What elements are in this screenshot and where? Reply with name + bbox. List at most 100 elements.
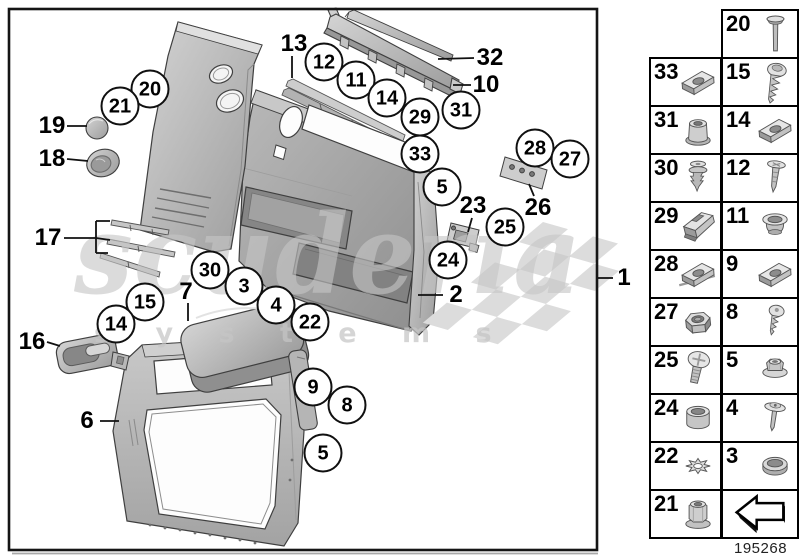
callout-24: 24 (428, 240, 468, 280)
expansion-rivet-icon (677, 156, 719, 201)
part-number: 29 (654, 203, 679, 228)
parts-table-cell-14: 14 (721, 105, 799, 155)
rivet-pin-icon (754, 12, 796, 57)
grommet-icon (754, 204, 796, 249)
callout-33: 33 (400, 134, 440, 174)
part-trim-strip (344, 9, 454, 62)
part-number: 25 (654, 347, 679, 372)
phillips-screw-icon (677, 348, 719, 393)
part-number: 9 (726, 251, 739, 276)
callout-8: 8 (327, 385, 367, 425)
part-strips-17 (99, 219, 176, 278)
flange-nut-icon (754, 348, 796, 393)
countersunk-screw-icon (754, 156, 796, 201)
parts-table-cell-11: 11 (721, 201, 799, 251)
parts-table-cell-12: 12 (721, 153, 799, 203)
part-number: 30 (654, 155, 679, 180)
part-door-trim-lower (112, 335, 308, 547)
part-label-17: 17 (34, 224, 62, 251)
callout-25: 25 (485, 207, 525, 247)
tapping-screw-icon (754, 60, 796, 105)
part-label-32: 32 (476, 44, 504, 71)
clip-nut-icon (677, 60, 719, 105)
part-label-1: 1 (617, 264, 631, 291)
part-label-7: 7 (179, 278, 193, 305)
callout-22: 22 (290, 302, 330, 342)
parts-table-cell-3: 3 (721, 441, 799, 491)
part-number: 14 (726, 107, 751, 132)
callout-29: 29 (400, 97, 440, 137)
part-number: 21 (654, 491, 679, 516)
callout-5: 5 (422, 167, 462, 207)
part-number: 11 (726, 203, 750, 228)
small-screw-icon (754, 300, 796, 345)
callout-31: 31 (441, 90, 481, 130)
part-cap-18 (86, 148, 120, 178)
part-label-13: 13 (280, 30, 308, 57)
parts-table-cell-31: 31 (649, 105, 722, 155)
parts-table-cell-30: 30 (649, 153, 722, 203)
part-number: 22 (654, 443, 679, 468)
part-label-2: 2 (449, 281, 463, 308)
ring-bushing-icon (754, 444, 796, 489)
collar-nut-icon (677, 492, 719, 537)
parts-table-cell-22: 22 (649, 441, 722, 491)
parts-table-cell-33: 33 (649, 57, 722, 107)
part-number: 12 (726, 155, 751, 180)
callout-27: 27 (550, 139, 590, 179)
clip-nut-icon (754, 252, 796, 297)
part-number: 15 (726, 59, 751, 84)
parts-table-cell-4: 4 (721, 393, 799, 443)
callout-30: 30 (190, 250, 230, 290)
hex-nut-icon (677, 300, 719, 345)
page-arrow-icon (725, 492, 795, 537)
parts-table-cell-20: 20 (721, 9, 799, 59)
part-label-26: 26 (524, 194, 552, 221)
parts-table-cell-8: 8 (721, 297, 799, 347)
callout-5: 5 (303, 433, 343, 473)
part-front-trim-upper (139, 21, 263, 253)
parts-table-cell-27: 27 (649, 297, 722, 347)
part-number: 31 (654, 107, 679, 132)
part-number: 27 (654, 299, 679, 324)
parts-table-cell-25: 25 (649, 345, 722, 395)
part-number: 3 (726, 443, 739, 468)
callout-14: 14 (96, 304, 136, 344)
part-number: 4 (726, 395, 739, 420)
clip-nut-icon (754, 108, 796, 153)
part-label-23: 23 (459, 192, 487, 219)
parts-table-cell-29: 29 (649, 201, 722, 251)
spacer-sleeve-icon (677, 396, 719, 441)
parts-table-cell-5: 5 (721, 345, 799, 395)
callout-4: 4 (256, 285, 296, 325)
callout-20: 20 (130, 69, 170, 109)
parts-table-cell-28: 28 (649, 249, 722, 299)
part-label-10: 10 (472, 71, 500, 98)
parts-table-cell-arrow (721, 489, 799, 539)
callout-21: 21 (100, 86, 140, 126)
part-number: 28 (654, 251, 679, 276)
drawing-number: 195268 (734, 540, 788, 557)
parts-table-cell-15: 15 (721, 57, 799, 107)
part-number: 24 (654, 395, 679, 420)
part-label-19: 19 (38, 112, 66, 139)
parts-table-cell-24: 24 (649, 393, 722, 443)
plastic-nut-icon (677, 108, 719, 153)
parts-table-cell-9: 9 (721, 249, 799, 299)
part-number: 5 (726, 347, 739, 372)
cage-clip-icon (677, 204, 719, 249)
part-label-16: 16 (18, 328, 46, 355)
part-number: 20 (726, 11, 751, 36)
washer-head-screw-icon (754, 396, 796, 441)
part-label-6: 6 (80, 407, 94, 434)
part-label-18: 18 (38, 145, 66, 172)
lock-washer-icon (677, 444, 719, 489)
part-number: 33 (654, 59, 679, 84)
callout-9: 9 (293, 367, 333, 407)
part-cap-19 (85, 116, 109, 140)
drawing-frame (7, 7, 599, 552)
callout-14: 14 (367, 78, 407, 118)
clip-nut-pin-icon (677, 252, 719, 297)
parts-table-cell-21: 21 (649, 489, 722, 539)
